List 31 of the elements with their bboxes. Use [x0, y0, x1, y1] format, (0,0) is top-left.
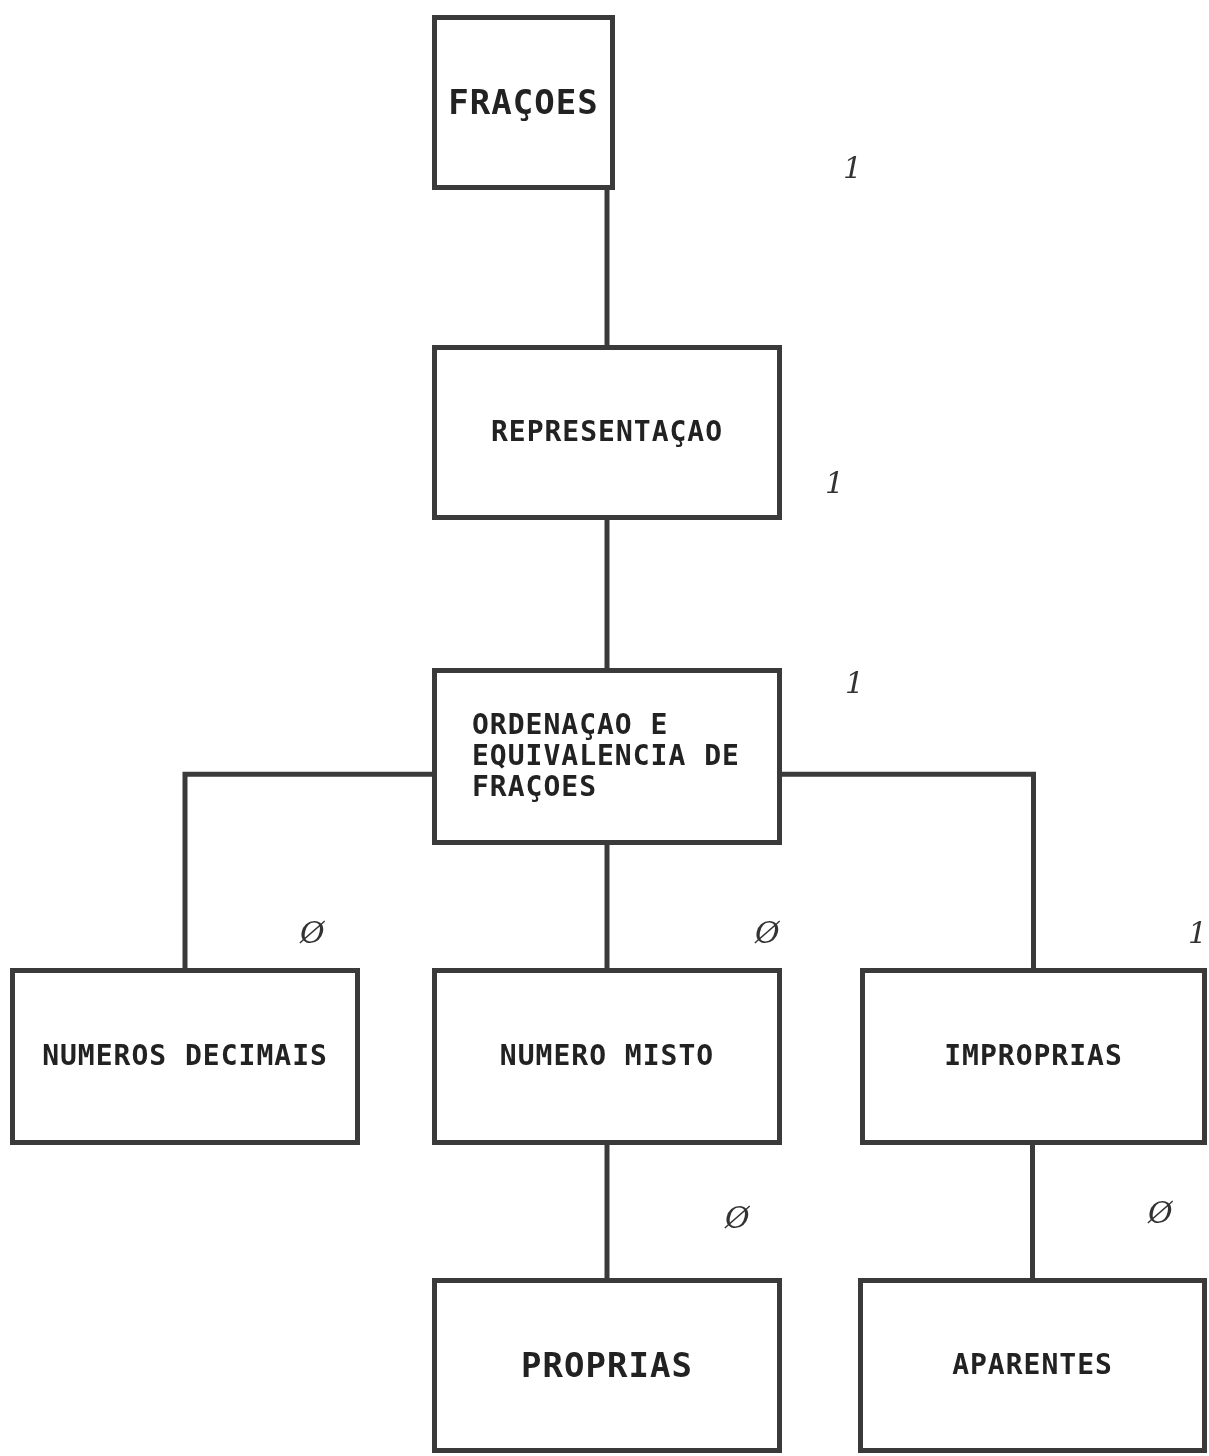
handwritten-mark: 1: [845, 665, 865, 700]
concept-label: NUMERO MISTO: [499, 1041, 715, 1072]
concept-box: [858, 1278, 1207, 1453]
connector-line: [604, 845, 610, 968]
concept-label: ORDENAÇAO E EQUIVALENCIA DE FRAÇOES: [472, 710, 741, 803]
handwritten-mark: Ø: [1148, 1195, 1173, 1230]
concept-box: [860, 968, 1207, 1145]
concept-box: [432, 15, 615, 190]
connector-line: [182, 771, 432, 968]
concept-box: [10, 968, 360, 1145]
concept-label: REPRESENTAÇAO: [490, 417, 724, 448]
connector-line: [604, 1145, 610, 1278]
concept-box: [432, 968, 782, 1145]
concept-label: APARENTES: [952, 1350, 1113, 1381]
handwritten-mark: Ø: [300, 915, 325, 950]
handwritten-mark: Ø: [725, 1200, 750, 1235]
concept-label: IMPROPRIAS: [944, 1041, 1123, 1072]
connector-line: [604, 190, 610, 345]
concept-box: [432, 1278, 782, 1453]
connector-line: [1030, 1145, 1035, 1278]
concept-label: PROPRIAS: [521, 1346, 693, 1385]
concept-box: [432, 345, 782, 520]
handwritten-mark: 1: [843, 150, 863, 185]
concept-label: NUMEROS DECIMAIS: [42, 1041, 328, 1072]
handwritten-mark: 1: [1188, 915, 1208, 950]
concept-box: [432, 668, 782, 845]
connector-line: [782, 771, 1036, 968]
concept-label: FRAÇOES: [448, 83, 599, 122]
handwritten-mark: Ø: [755, 915, 780, 950]
handwritten-mark: 1: [825, 465, 845, 500]
connector-line: [604, 520, 610, 668]
